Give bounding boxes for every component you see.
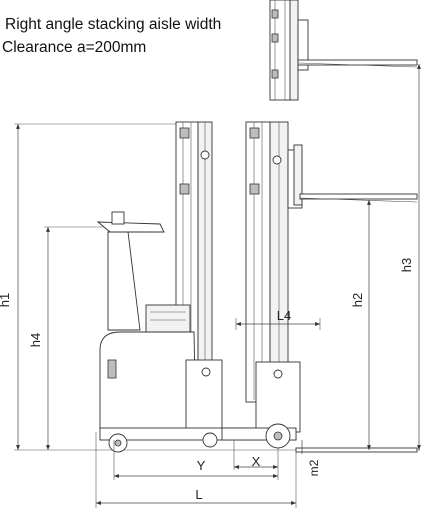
dimension-l4: L4 [235, 308, 321, 330]
dimension-x: X [233, 440, 278, 470]
dimension-y: Y [113, 440, 279, 480]
label-x: X [252, 454, 261, 469]
label-h3: h3 [399, 258, 414, 272]
dimension-m2: m2 [301, 440, 321, 476]
dimension-h4: h4 [28, 226, 148, 450]
caption-clearance: Clearance a=200mm [2, 39, 147, 56]
label-y: Y [197, 458, 206, 473]
label-h4: h4 [28, 333, 43, 347]
label-l4: L4 [277, 308, 291, 323]
truck-right-view [221, 121, 418, 453]
truck-left-view [96, 121, 297, 453]
label-h1: h1 [0, 293, 12, 307]
label-m2: m2 [307, 459, 321, 476]
dimension-l: L [95, 432, 297, 508]
dimension-h3: h3 [399, 64, 421, 450]
label-l: L [195, 487, 202, 502]
raised-forks [299, 193, 418, 203]
raised-mast-top [269, 0, 418, 101]
label-h2: h2 [350, 293, 365, 307]
caption-title: Right angle stacking aisle width [5, 16, 222, 33]
dimension-h2: h2 [350, 200, 371, 450]
